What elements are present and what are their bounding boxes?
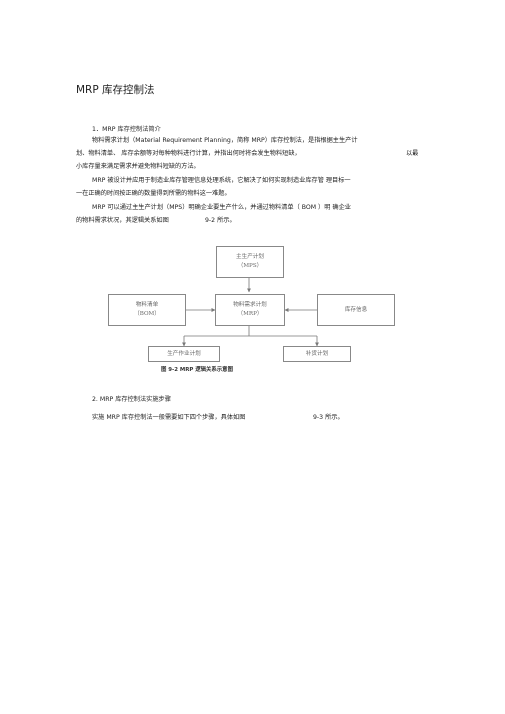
production-plan-label: 生产作业计划 (167, 350, 201, 357)
paragraph-line: MRP 可以通过主生产计划（MPS）明确企业要生产什么，并通过物料清单（ BOM… (92, 204, 351, 211)
replenish-plan-label: 补货计划 (305, 350, 329, 357)
figure-reference: 9-3 所示。 (313, 414, 344, 421)
paragraph-line: MRP 被设计并应用于制造业库存管理信息处理系统，它解决了如何实现制造业库存管 … (92, 177, 351, 184)
paragraph-line: 的物料需求状况，其逻辑关系如图 (76, 217, 169, 224)
paragraph-line: 实施 MRP 库存控制法一般需要如下四个步骤，具体如图 (92, 414, 246, 421)
paragraph-line: 小库存量来满足需求并避免物料短缺的方法。 (76, 163, 200, 170)
bom-abbr: （BOM） (134, 311, 160, 317)
mps-box: 主生产计划 （MPS） (216, 246, 284, 278)
figure-reference: 9-2 所示。 (205, 217, 236, 224)
paragraph-line: 一在正确的时间按正确的数量得到所需的物料这一难题。 (76, 190, 231, 197)
section-1-heading: 1．MRP 库存控制法简介 (92, 126, 161, 133)
paragraph-line: 物料需求计划（Material Requirement Planning，简称 … (92, 137, 358, 144)
mrp-label: 物料需求计划 (233, 302, 267, 308)
paragraph-line: 划、物料清单、 库存余额等对每种物料进行计算，并指出何时将会发生物料短缺， (76, 150, 301, 157)
figure-caption: 图 9-2 MRP 逻辑关系示意图 (161, 367, 233, 373)
replenish-plan-box: 补货计划 (283, 346, 351, 362)
mps-abbr: （MPS） (237, 263, 263, 269)
bom-box: 物料清单 （BOM） (108, 294, 186, 326)
inventory-box: 库存信息 (317, 294, 395, 326)
section-2-heading: 2. MRP 库存控制法实施步骤 (92, 396, 171, 403)
inventory-label: 库存信息 (344, 306, 368, 313)
mps-label: 主生产计划 (236, 254, 264, 260)
bom-label: 物料清单 (135, 302, 159, 308)
production-plan-box: 生产作业计划 (148, 346, 220, 362)
page-title: MRP 库存控制法 (76, 84, 155, 96)
paragraph-line: 以最 (406, 150, 419, 157)
mrp-abbr: （MRP） (237, 311, 263, 317)
mrp-box: 物料需求计划 （MRP） (215, 294, 285, 326)
